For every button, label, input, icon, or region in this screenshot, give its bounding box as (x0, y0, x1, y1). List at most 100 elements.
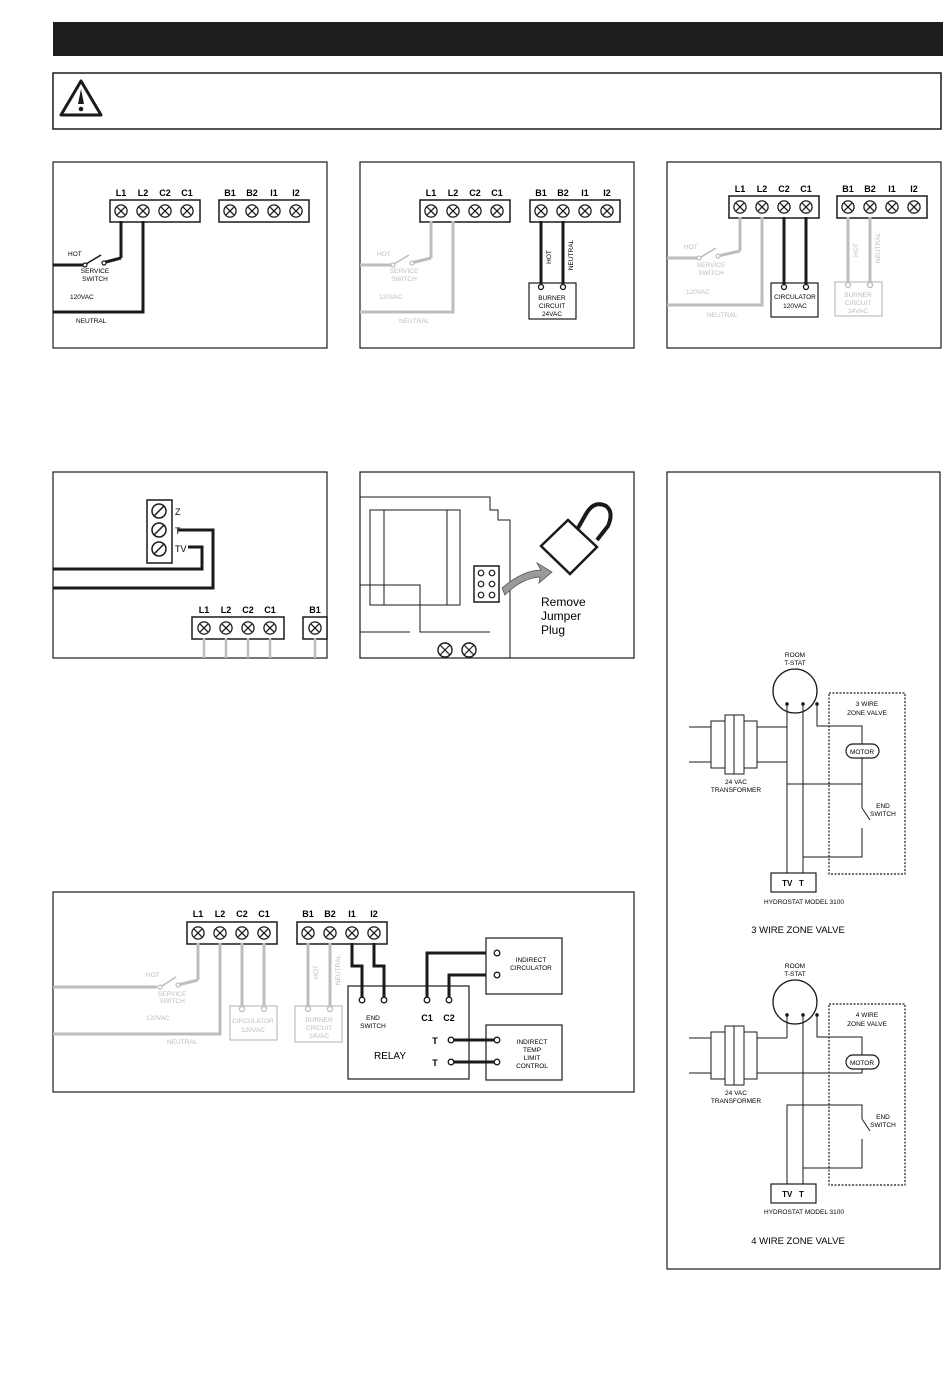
vac-120-label: 120VAC (379, 294, 403, 301)
terminal-l1-label: L1 (116, 188, 127, 198)
service-switch-label-2: SWITCH (698, 270, 724, 277)
burner-circuit-label-3: 24VAC (848, 308, 868, 315)
hot-vertical-label: HOT (313, 965, 320, 979)
indirect-limit-label-3: LIMIT (524, 1055, 541, 1062)
end-switch-label-2: SWITCH (870, 811, 896, 818)
room-tstat-label-2: T-STAT (784, 971, 805, 978)
indirect-circulator-box (485, 937, 563, 995)
relay-t1-label: T (432, 1036, 438, 1046)
transformer-label: 24 VAC (725, 1090, 747, 1097)
transformer (689, 714, 758, 775)
terminal-c1-label: C1 (491, 188, 503, 198)
circulator-label: CIRCULATOR (774, 294, 816, 301)
motor-label: MOTOR (850, 749, 874, 756)
jumper-plug-icon (539, 502, 613, 576)
relay-box (347, 985, 470, 1080)
zone-valve-label-2: ZONE VALVE (847, 710, 888, 717)
panel-service-switch: L1 L2 C2 C1 B1 B2 I1 I2 HOT SERVICE SWIT… (52, 161, 328, 349)
transformer-label-2: TRANSFORMER (711, 787, 762, 794)
terminal-b1-label: B1 (309, 605, 321, 615)
circulator-label-2: 120VAC (783, 303, 807, 310)
burner-circuit-label-2: CIRCUIT (306, 1025, 332, 1032)
burner-circuit-label-2: CIRCUIT (539, 303, 565, 310)
panel-zone-valves: ROOM T-STAT 3 WIRE ZONE VALVE MOTOR 24 V… (666, 471, 941, 1270)
z-screw (151, 503, 167, 519)
circulator-label: CIRCULATOR (232, 1018, 274, 1025)
tv-t-label: TV T (782, 1190, 804, 1199)
indirect-circulator-label: INDIRECT (516, 957, 547, 964)
neutral-label: NEUTRAL (707, 312, 738, 319)
neutral-label: NEUTRAL (399, 318, 430, 325)
terminal-l1-label: L1 (193, 909, 204, 919)
low-voltage-terminal-block: B1 B2 I1 I2 (218, 188, 310, 223)
zone-valve-label-2: ZONE VALVE (847, 1021, 888, 1028)
end-switch-label: END (366, 1015, 380, 1022)
terminal-l2-label: L2 (221, 605, 232, 615)
zone-valve-label: 4 WIRE (856, 1012, 879, 1019)
transformer (689, 1025, 758, 1086)
end-switch-label: END (876, 1114, 890, 1121)
hot-vertical-label: HOT (853, 243, 860, 257)
burner-circuit-box (294, 1005, 343, 1043)
terminal-b1-label: B1 (224, 188, 236, 198)
terminal-c1-label: C1 (800, 184, 812, 194)
service-switch-label: SERVICE (158, 991, 187, 998)
hot-vertical-label: HOT (546, 250, 553, 264)
grey-line-wires (667, 217, 872, 307)
service-switch-label-2: SWITCH (82, 276, 108, 283)
indirect-limit-label-2: TEMP (523, 1047, 541, 1054)
terminal-c2-label: C2 (469, 188, 481, 198)
terminal-c2-label: C2 (236, 909, 248, 919)
neutral-vertical-label: NEUTRAL (335, 954, 342, 985)
vac-120-label: 120VAC (686, 289, 710, 296)
panel-indirect-relay: L1 L2 C2 C1 B1 B2 I1 I2 HOT SERVICE SWIT… (52, 891, 635, 1093)
terminal-l1-label: L1 (426, 188, 437, 198)
t-screw (151, 522, 167, 538)
hydrostat-terminals (770, 872, 817, 893)
terminal-l1-label: L1 (735, 184, 746, 194)
terminal-c1-label: C1 (181, 188, 193, 198)
four-wire-caption: 4 WIRE ZONE VALVE (751, 1236, 845, 1247)
neutral-label: NEUTRAL (167, 1039, 198, 1046)
room-tstat-label: ROOM (785, 652, 805, 659)
hydrostat-terminals (770, 1183, 817, 1204)
burner-circuit-label: BURNER (305, 1017, 333, 1024)
room-tstat-label: ROOM (785, 963, 805, 970)
terminal-c1-label: C1 (264, 605, 276, 615)
service-switch-label: SERVICE (390, 268, 419, 275)
relay-c1-label: C1 (421, 1013, 433, 1023)
terminal-b2-label: B2 (324, 909, 336, 919)
neutral-label: NEUTRAL (76, 318, 107, 325)
thermostat-wires (53, 528, 215, 590)
circulator-wires (782, 217, 808, 285)
relay-t2-label: T (432, 1058, 438, 1068)
board-terminal-screws (437, 642, 477, 658)
transformer-label-2: TRANSFORMER (711, 1098, 762, 1105)
service-switch-label-2: SWITCH (391, 276, 417, 283)
burner-circuit-label-3: 24VAC (309, 1033, 329, 1040)
burner-circuit-label: BURNER (844, 292, 872, 299)
indirect-limit-box (485, 1024, 563, 1081)
hydrostat-label: HYDROSTAT MODEL 3100 (764, 899, 844, 906)
relay-wires (350, 943, 497, 1064)
room-thermostat (772, 668, 818, 714)
service-switch-label-2: SWITCH (159, 998, 185, 1005)
terminal-b1-label: B1 (842, 184, 854, 194)
arrow-icon (501, 561, 553, 596)
burner-circuit-label-2: CIRCUIT (845, 300, 871, 307)
hot-label: HOT (68, 251, 82, 258)
terminal-i2-label: I2 (910, 184, 918, 194)
circulator-label-2: 120VAC (241, 1027, 265, 1034)
terminal-i1-label: I1 (270, 188, 278, 198)
remove-jumper-label-3: Plug (541, 623, 565, 637)
hot-label: HOT (146, 972, 160, 979)
relay-label: RELAY (374, 1051, 406, 1062)
zone-valve-wiring (757, 1013, 871, 1185)
grey-stub-wires (202, 638, 317, 658)
three-wire-zone-valve-diagram: ROOM T-STAT 3 WIRE ZONE VALVE MOTOR 24 V… (689, 652, 906, 936)
neutral-wire (53, 221, 145, 314)
circulator-box (770, 282, 819, 318)
terminal-b1-label: B1 (302, 909, 314, 919)
tv-t-label: TV T (782, 879, 804, 888)
